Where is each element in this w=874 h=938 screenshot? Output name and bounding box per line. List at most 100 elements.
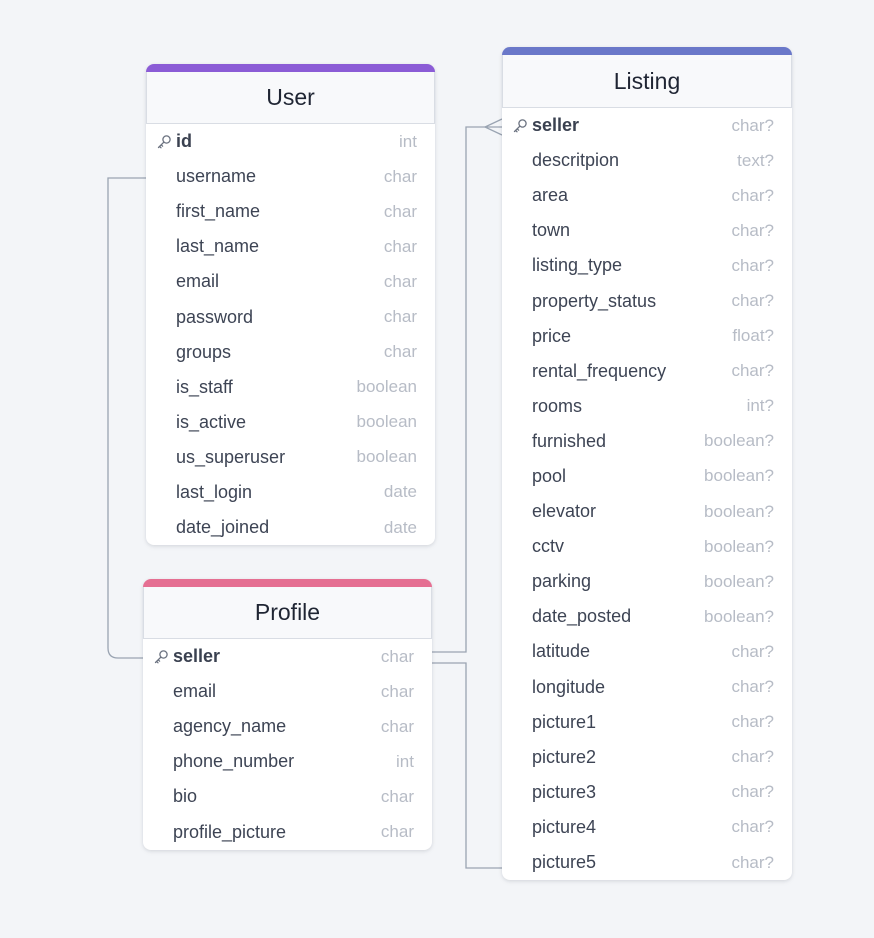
field-name: id <box>176 131 192 152</box>
field-type: int <box>399 131 417 151</box>
field-name: listing_type <box>532 255 623 276</box>
table-title[interactable]: Listing <box>502 55 792 108</box>
field-row[interactable]: seller char <box>143 639 432 674</box>
field-type: char? <box>731 185 774 205</box>
field-type: char <box>383 166 417 186</box>
connector-profile-listing-lower <box>432 662 502 869</box>
field-name: seller <box>173 646 221 667</box>
field-name: groups <box>176 341 232 362</box>
field-type: date <box>383 517 417 537</box>
field-name: date_joined <box>176 517 270 538</box>
field-type: char <box>383 342 417 362</box>
field-row[interactable]: first_name char <box>146 194 435 229</box>
field-name: is_staff <box>176 376 233 397</box>
field-row[interactable]: is_active boolean <box>146 405 435 440</box>
field-row[interactable]: listing_type char? <box>502 248 792 283</box>
field-type: date <box>383 482 417 502</box>
field-row[interactable]: us_superuser boolean <box>146 440 435 475</box>
connector-profile-listing <box>432 126 502 653</box>
connector-user-profile <box>107 177 146 659</box>
field-name: elevator <box>532 501 597 522</box>
field-name: furnished <box>532 430 607 451</box>
primary-key-icon <box>156 134 172 150</box>
field-type: char <box>383 201 417 221</box>
field-name: cctv <box>532 536 565 557</box>
field-type: boolean? <box>704 466 774 486</box>
field-name: town <box>532 220 571 241</box>
table-title[interactable]: Profile <box>143 587 432 639</box>
field-name: property_status <box>532 290 657 311</box>
table-color-bar <box>502 47 792 55</box>
field-type: char <box>380 786 414 806</box>
field-name: seller <box>532 115 580 136</box>
field-row[interactable]: date_joined date <box>146 510 435 545</box>
field-row[interactable]: groups char <box>146 335 435 370</box>
field-name: agency_name <box>173 716 287 737</box>
field-name: descritpion <box>532 150 620 171</box>
field-type: boolean? <box>704 571 774 591</box>
field-name: rental_frequency <box>532 360 667 381</box>
field-name: profile_picture <box>173 821 287 842</box>
field-name: picture2 <box>532 746 597 767</box>
field-name: us_superuser <box>176 446 286 467</box>
field-type: char <box>380 646 414 666</box>
field-row[interactable]: property_status char? <box>502 283 792 318</box>
field-name: email <box>176 271 220 292</box>
field-name: latitude <box>532 641 591 662</box>
field-row[interactable]: rental_frequency char? <box>502 354 792 389</box>
field-type: char? <box>731 115 774 135</box>
field-name: first_name <box>176 201 261 222</box>
field-type: char? <box>731 220 774 240</box>
field-type: char? <box>731 361 774 381</box>
field-type: char? <box>731 255 774 275</box>
field-row[interactable]: town char? <box>502 213 792 248</box>
field-type: boolean <box>356 447 417 467</box>
field-name: is_active <box>176 411 247 432</box>
field-type: char <box>380 716 414 736</box>
field-type: char? <box>731 712 774 732</box>
field-type: char <box>383 236 417 256</box>
field-type: char? <box>731 291 774 311</box>
field-row[interactable]: seller char? <box>502 108 792 143</box>
field-type: float? <box>732 326 774 346</box>
field-type: char? <box>731 677 774 697</box>
field-type: boolean <box>356 412 417 432</box>
field-row[interactable]: agency_name char <box>143 709 432 744</box>
field-name: phone_number <box>173 751 295 772</box>
field-row[interactable]: id int <box>146 124 435 159</box>
table-title[interactable]: User <box>146 72 435 124</box>
